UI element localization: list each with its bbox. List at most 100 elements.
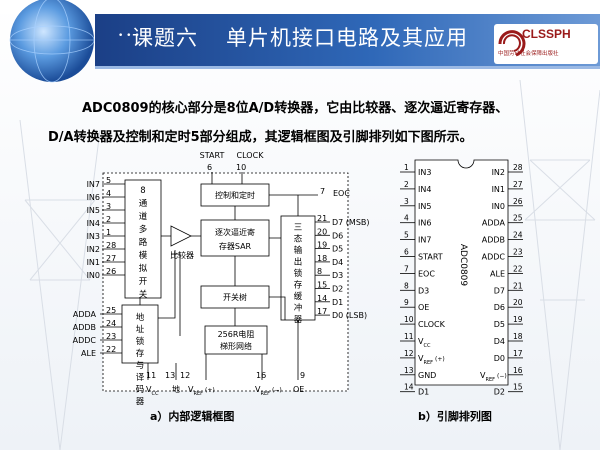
caption-pinout: b）引脚排列图	[418, 410, 492, 423]
clock-label: CLOCK	[237, 151, 265, 160]
analog-input-label: IN4	[87, 219, 100, 228]
pinout-diagram	[414, 159, 509, 386]
right-pin-name: ADDA	[482, 219, 506, 228]
left-pin-name: IN3	[418, 168, 431, 177]
data-output-label: D1	[332, 298, 343, 307]
right-pin-name: D2	[494, 388, 505, 397]
right-pin-number: 26	[513, 197, 523, 206]
intro-line-2: D/A转换器及控制和定时5部分组成，其逻辑框图及引脚排列如下图所示。	[48, 130, 473, 145]
mux-label: 通	[139, 198, 148, 209]
left-pin-number: 2	[404, 180, 409, 189]
resistor-ladder-block	[204, 325, 268, 355]
latch-label: 三	[294, 223, 303, 233]
left-pin-number: 9	[404, 298, 409, 307]
left-pin-name: IN4	[418, 185, 431, 194]
right-pin-name: ADDC	[482, 253, 506, 262]
clock-pin-number: 10	[236, 163, 246, 172]
address-input-label: ALE	[81, 349, 96, 358]
right-pin-number: 22	[513, 264, 523, 273]
mux-label: 道	[139, 211, 148, 222]
mux-label: 8	[140, 186, 145, 196]
analog-input-pin: 27	[106, 254, 116, 263]
left-pin-number: 10	[404, 315, 414, 324]
oe-pin-number: 9	[300, 371, 305, 380]
left-pin-number: 5	[404, 231, 409, 240]
left-pin-number: 3	[404, 197, 409, 206]
caption-block-diagram: a）内部逻辑框图	[150, 410, 235, 423]
right-pin-number: 25	[513, 214, 523, 223]
analog-input-pin: 26	[106, 267, 116, 276]
mux-label: 开	[139, 277, 148, 287]
address-latch-label: 地	[136, 312, 145, 323]
latch-block	[280, 215, 316, 321]
left-pin-name: IN5	[418, 202, 431, 211]
left-pin-name: CLOCK	[418, 320, 446, 329]
latch-label: 出	[294, 257, 303, 268]
left-pin-number: 12	[404, 349, 414, 358]
right-pin-number: 19	[513, 315, 523, 324]
latch-label: 态	[294, 234, 303, 245]
start-label: START	[200, 151, 225, 160]
address-latch-label: 存	[136, 348, 145, 359]
analog-input-label: IN5	[87, 206, 100, 215]
address-input-label: ADDA	[73, 310, 97, 319]
address-latch-label: 与	[136, 361, 145, 371]
address-latch-label: 锁	[136, 336, 145, 347]
right-pin-name: D4	[494, 337, 505, 346]
latch-label: 锁	[294, 268, 303, 279]
right-pin-number: 27	[513, 180, 523, 189]
sar-label: 逐次逼近寄	[215, 227, 255, 237]
left-pin-name: D3	[418, 286, 429, 295]
right-pin-number: 18	[513, 332, 523, 341]
mux-label: 拟	[139, 263, 148, 274]
left-pin-number: 6	[404, 248, 409, 257]
address-input-pin: 24	[106, 319, 116, 328]
comparator-label: 比较器	[170, 250, 194, 260]
right-pin-name: D0	[494, 354, 505, 363]
switch-tree-label: 开关树	[223, 292, 247, 302]
address-latch-label: 译	[136, 373, 145, 383]
data-output-pin: 14	[317, 294, 327, 303]
right-pin-number: 21	[513, 281, 523, 290]
svg-text:• • •: • • •	[118, 31, 140, 41]
tower-decoration	[19, 79, 600, 450]
analog-input-pin: 1	[106, 228, 111, 237]
globe-icon	[10, 0, 94, 82]
right-pin-number: 15	[513, 383, 523, 392]
right-pin-name: ALE	[490, 269, 505, 278]
pinout-labels: 1IN32IN43IN54IN65IN76START7EOC8D39OE10CL…	[400, 163, 523, 397]
right-pin-name: IN0	[492, 202, 505, 211]
analog-input-label: IN0	[87, 271, 100, 280]
eoc-pin-number: 7	[320, 187, 325, 196]
address-input-pin: 25	[106, 306, 116, 315]
address-input-pin: 23	[106, 332, 116, 341]
analog-input-pin: 28	[106, 241, 116, 250]
vcc-pin-number: 11	[146, 371, 156, 380]
resistor-ladder-label: 梯形网络	[220, 341, 252, 351]
right-pin-number: 16	[513, 366, 523, 375]
address-latch-block	[121, 304, 159, 364]
vref-minus-pin-number: 16	[256, 371, 266, 380]
vref-plus-pin-number: 12	[180, 371, 190, 380]
sar-label: 存器SAR	[219, 241, 252, 251]
chip-name-label: ADC0809	[458, 244, 468, 287]
lesson-number: 课题六	[132, 26, 198, 50]
left-pin-number: 14	[404, 383, 414, 392]
left-pin-number: 1	[404, 163, 409, 172]
right-pin-name: ADDB	[482, 236, 505, 245]
analog-input-pin: 4	[106, 189, 111, 198]
latch-label: 输	[294, 245, 303, 256]
mux-label: 多	[139, 224, 148, 235]
address-input-label: ADDC	[73, 336, 97, 345]
left-pin-number: 7	[404, 264, 409, 273]
right-pin-name: IN1	[492, 185, 505, 194]
logo-swirl-icon	[498, 30, 526, 57]
left-pin-name: START	[418, 253, 443, 262]
oe-label: OE	[293, 385, 304, 394]
data-output-pin: 8	[317, 267, 322, 276]
left-pin-name: OE	[418, 303, 429, 312]
eoc-label: EOC	[333, 189, 350, 198]
latch-label: 存	[294, 280, 303, 291]
analog-input-pin: 2	[106, 215, 111, 224]
analog-input-label: IN7	[87, 180, 100, 189]
